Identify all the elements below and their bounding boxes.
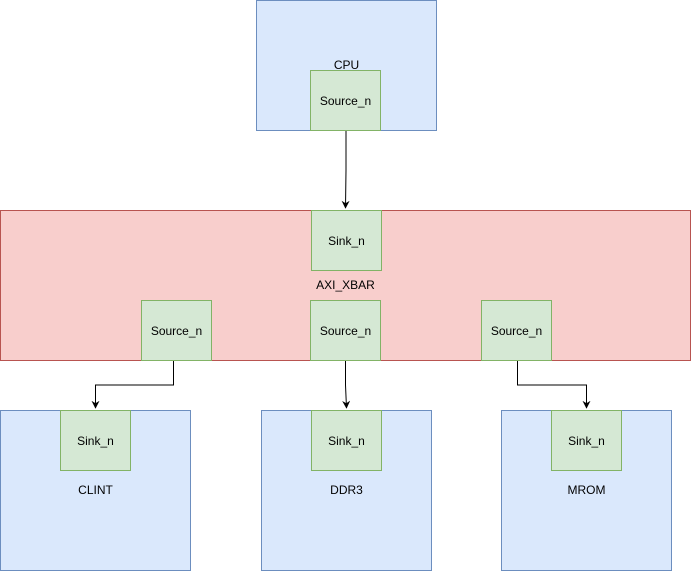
xbar-sink-port-label: Sink_n [328, 233, 365, 248]
xbar-to-mrom-arrow [517, 361, 591, 409]
axi-xbar-label: AXI_XBAR [316, 278, 375, 292]
clint-sink-port: Sink_n [60, 410, 131, 471]
xbar-source-port-3-label: Source_n [490, 323, 543, 338]
mrom-sink-port-label: Sink_n [568, 433, 605, 448]
xbar-to-ddr3-arrow [342, 361, 351, 409]
cpu-label: CPU [333, 58, 360, 72]
xbar-source-port-2: Source_n [310, 300, 381, 361]
clint-sink-port-label: Sink_n [77, 433, 114, 448]
clint-label: CLINT [78, 483, 113, 497]
xbar-source-port-3: Source_n [481, 300, 552, 361]
cpu-source-port-label: Source_n [319, 93, 372, 108]
cpu-source-port: Source_n [310, 70, 381, 131]
xbar-sink-port: Sink_n [311, 210, 382, 271]
cpu-to-xbar-arrow [341, 131, 350, 209]
ddr3-sink-port: Sink_n [311, 410, 382, 471]
xbar-source-port-2-label: Source_n [319, 323, 372, 338]
mrom-label: MROM [567, 483, 606, 497]
xbar-to-clint-arrow [91, 361, 174, 409]
xbar-source-port-1: Source_n [141, 300, 212, 361]
ddr3-label: DDR3 [330, 483, 363, 497]
mrom-sink-port: Sink_n [551, 410, 622, 471]
xbar-source-port-1-label: Source_n [150, 323, 203, 338]
ddr3-sink-port-label: Sink_n [328, 433, 365, 448]
